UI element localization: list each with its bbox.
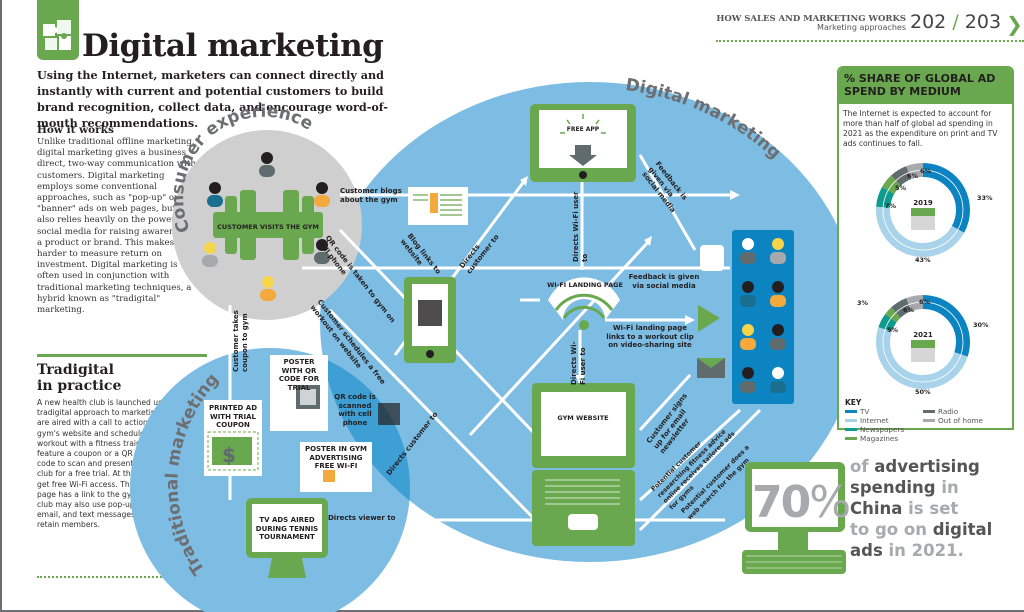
stat-caption: of advertising spending in China is set …	[850, 457, 993, 560]
header-divider	[716, 40, 1024, 42]
section-divider	[37, 354, 207, 357]
how-it-works-body: Unlike traditional offline marketing, di…	[37, 137, 200, 316]
dumbbell-icon	[213, 190, 323, 260]
puzzle-icon	[37, 0, 79, 60]
qr-code-icon	[378, 403, 400, 425]
ad-spend-title: % SHARE OF GLOBAL AD SPEND BY MEDIUM	[839, 68, 1012, 104]
arrow-label-directs-viewer: Directs viewer to	[328, 514, 396, 522]
legend-item-newspapers: Newspapers	[845, 425, 923, 434]
tradigital-heading-line2: in practice	[37, 378, 122, 394]
poster-qr-label: POSTER WITH QR CODE FOR TRIAL	[278, 358, 320, 392]
traditional-marketing-circle	[130, 348, 410, 612]
tradigital-heading: Tradigital in practice	[37, 362, 121, 394]
wifi-landing-label: WI-FI LANDING PAGE	[547, 281, 623, 289]
page-slash: /	[952, 11, 959, 33]
donut-charts: 2019 33% 43% 7% 5% 6% 6% 2021 30% 50% 5%…	[857, 163, 993, 396]
ad-spend-panel: % SHARE OF GLOBAL AD SPEND BY MEDIUM The…	[837, 66, 1014, 430]
svg-text:5%: 5%	[887, 326, 899, 334]
chart-legend: KEY TV Radio Internet Out of home Newspa…	[845, 398, 1003, 443]
big-stat-number: 70	[752, 477, 811, 528]
footer-divider	[37, 576, 237, 578]
printed-ad-label: PRINTED AD WITH TRIAL COUPON	[208, 404, 257, 429]
center-label: CUSTOMER VISITS THE GYM	[217, 223, 319, 231]
subsection-title: Marketing approaches	[817, 23, 906, 32]
svg-text:7%: 7%	[885, 202, 897, 210]
play-icon	[698, 305, 720, 332]
svg-text:43%: 43%	[915, 256, 931, 264]
arrow-label-customer-blogs: Customer blogs about the gym	[340, 187, 402, 204]
person-icon	[202, 152, 330, 301]
svg-text:6%: 6%	[903, 306, 915, 314]
tradigital-heading-line1: Tradigital	[37, 362, 114, 378]
svg-text:2019: 2019	[913, 199, 933, 207]
arrow-label-directs-wifi-web: Directs Wi-Fi user to	[570, 341, 587, 385]
legend-item-out-of-home: Out of home	[923, 416, 1003, 425]
ad-spend-text: The Internet is expected to account for …	[843, 109, 998, 148]
arrow-label-coupon-to-gym: Customer takes coupon to gym	[232, 310, 249, 372]
svg-text:$: $	[222, 443, 236, 467]
arrow-label-feedback-2: Feedback is given via social media	[628, 273, 700, 290]
section-title: HOW SALES AND MARKETING WORKS	[716, 14, 906, 24]
svg-text:GYM WEBSITE: GYM WEBSITE	[557, 414, 608, 422]
arrow-label-qr-scanned: QR code is scanned with cell phone	[334, 393, 376, 427]
tv-ads-label: TV ADS AIRED DURING TENNIS TOURNAMENT	[255, 516, 319, 541]
svg-text:6%: 6%	[907, 172, 919, 180]
svg-text:30%: 30%	[973, 321, 989, 329]
intro-text: Using the Internet, marketers can connec…	[37, 68, 388, 130]
svg-text:2021: 2021	[913, 331, 933, 339]
poster-gym-card	[300, 442, 372, 492]
tradigital-body: A new health club is launched using a tr…	[37, 398, 199, 530]
svg-text:5%: 5%	[895, 184, 907, 192]
legend-item-tv: TV	[845, 407, 923, 416]
poster-gym-label: POSTER IN GYM ADVERTISING FREE WI-FI	[304, 445, 368, 470]
svg-text:33%: 33%	[977, 194, 993, 202]
svg-text:50%: 50%	[915, 388, 931, 396]
svg-text:3%: 3%	[857, 299, 869, 307]
svg-text:FREE APP: FREE APP	[567, 126, 600, 133]
page-left: 202	[910, 11, 947, 33]
page-numbers: 202 / 203	[910, 11, 1001, 33]
svg-text:6%: 6%	[920, 167, 932, 175]
legend-item-magazines: Magazines	[845, 434, 923, 443]
svg-text:6%: 6%	[919, 298, 931, 306]
legend-item-internet: Internet	[845, 416, 923, 425]
chevron-icon: ❯❯	[1006, 12, 1024, 36]
page-right: 203	[964, 11, 1002, 33]
big-stat-percent: %	[809, 477, 851, 528]
big-stat: 70%	[752, 477, 851, 528]
how-it-works-heading: How it works	[37, 124, 114, 136]
thumbs-up-icon	[700, 245, 724, 271]
legend-item-radio: Radio	[923, 407, 1003, 416]
arrow-label-wifi-video: Wi-Fi landing page links to a workout cl…	[606, 324, 694, 349]
page-title: Digital marketing	[82, 28, 384, 64]
arrow-label-directs-wifi-app: Directs Wi-Fi user to	[572, 191, 589, 262]
legend-title: KEY	[845, 398, 862, 407]
social-network-panel	[732, 230, 794, 404]
